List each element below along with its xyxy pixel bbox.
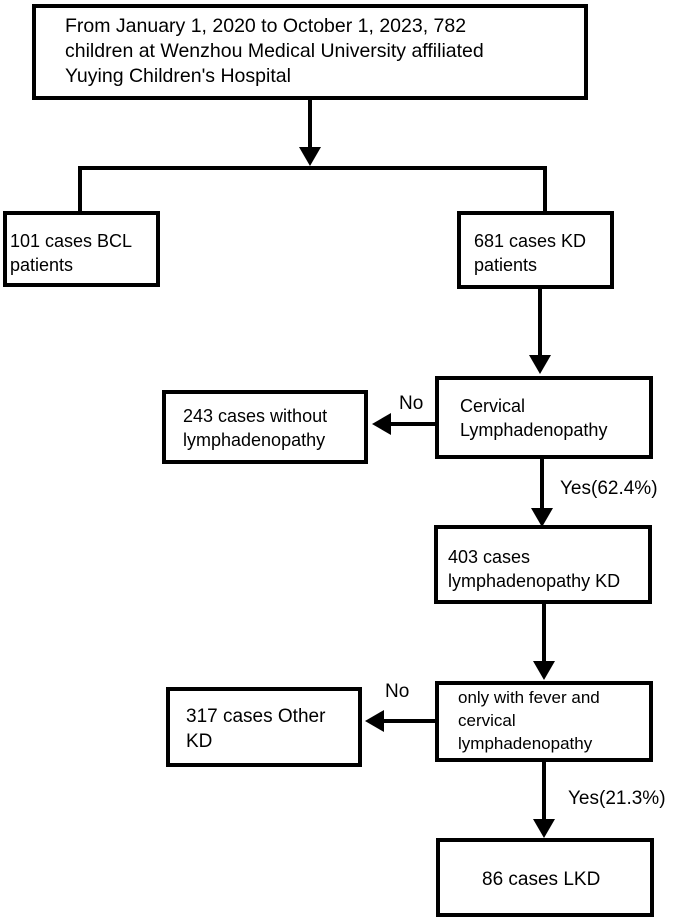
arrowhead-root	[299, 147, 321, 166]
bcl-box	[3, 211, 160, 287]
other-kd-text: 317 cases Other KD	[186, 706, 326, 752]
label-yes-1: Yes(62.4%)	[560, 478, 658, 499]
label-yes-2: Yes(21.3%)	[568, 788, 666, 809]
no-lymph-text: 243 cases without lymphadenopathy	[183, 406, 328, 450]
arrowhead-lymphkd-fever	[533, 661, 555, 680]
cervical-box	[435, 376, 653, 459]
arrowhead-cervical-nolymph	[372, 413, 391, 435]
lkd-text: 86 cases LKD	[482, 869, 601, 890]
lymph-kd-box	[434, 525, 652, 604]
label-no-1: No	[399, 393, 424, 414]
label-no-2: No	[385, 681, 410, 702]
root-box	[32, 4, 588, 100]
arrowhead-cervical-lymphkd	[531, 508, 553, 527]
bcl-text: 101 cases BCL patients	[10, 231, 133, 275]
fever-box	[435, 681, 653, 762]
arrowhead-kd-cervical	[529, 355, 551, 374]
arrowhead-fever-otherkd	[365, 710, 384, 732]
lymph-kd-text: 403 cases lymphadenopathy KD	[448, 547, 621, 591]
kd-box	[457, 211, 614, 289]
other-kd-box	[166, 687, 362, 767]
fever-text: only with fever and cervical lymphadenop…	[458, 688, 600, 753]
cervical-text: Cervical Lymphadenopathy	[460, 396, 608, 440]
root-text: From January 1, 2020 to October 1, 2023,…	[65, 15, 484, 87]
arrowhead-fever-lkd	[533, 819, 555, 838]
lkd-box	[436, 838, 654, 917]
kd-text: 681 cases KD patients	[474, 231, 587, 275]
no-lymph-box	[162, 390, 368, 464]
